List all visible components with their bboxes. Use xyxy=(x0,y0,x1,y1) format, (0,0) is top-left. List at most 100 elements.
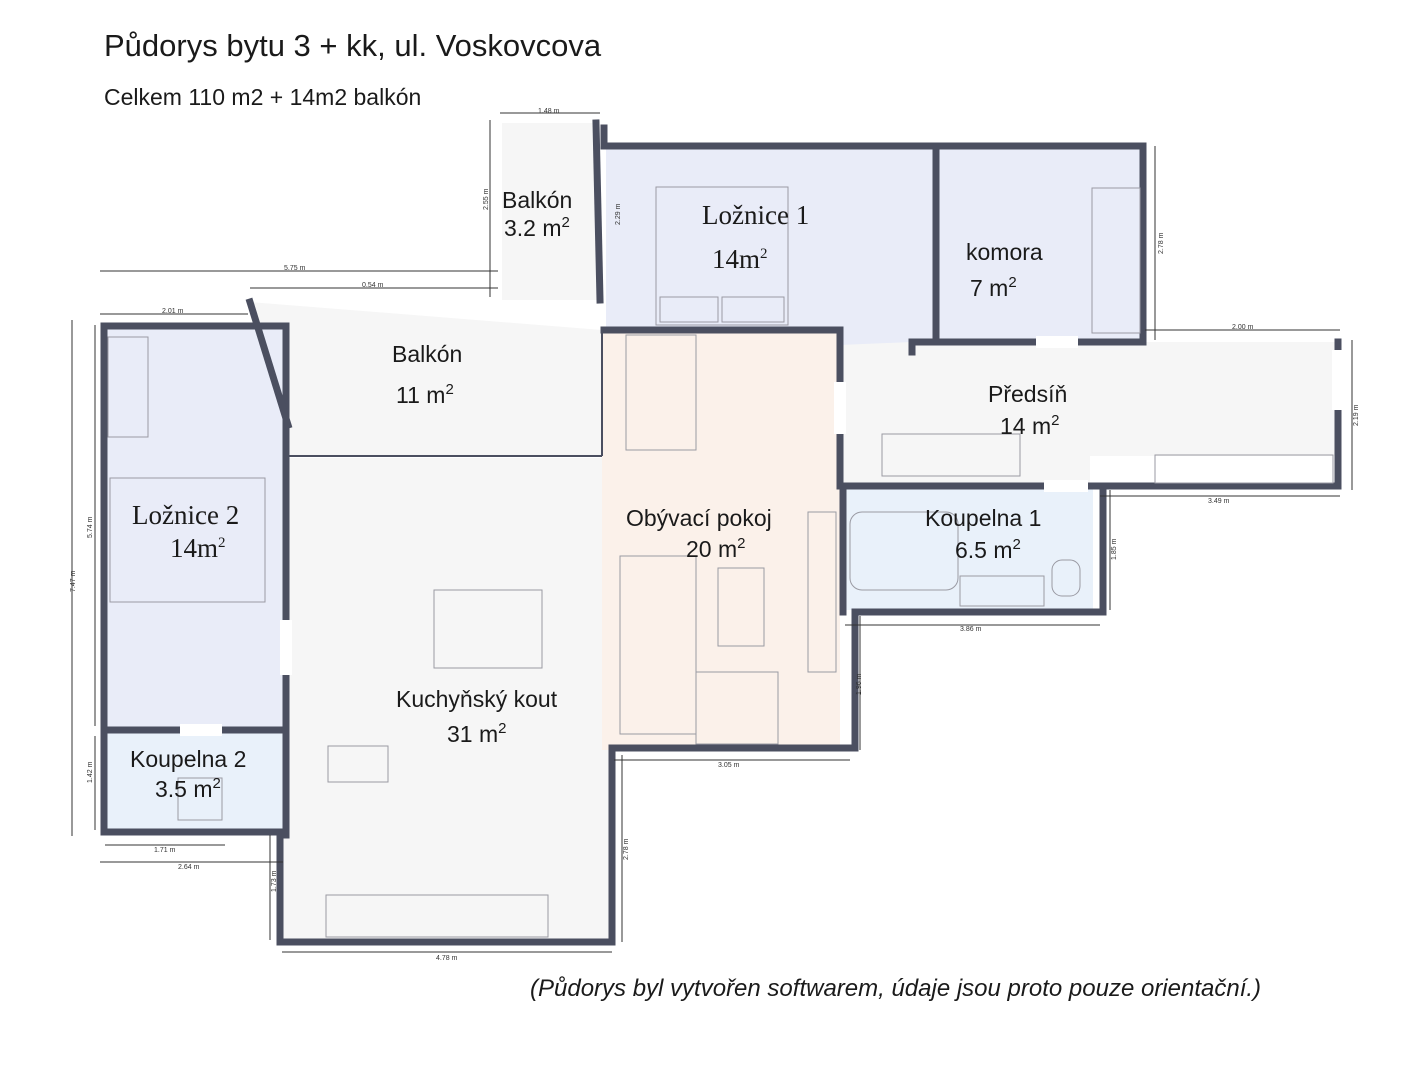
fill-loznice2 xyxy=(105,328,288,728)
room-koupelna1-area: 6.5 m2 xyxy=(955,536,1021,563)
dim-196: 1.96 m xyxy=(856,673,863,695)
door-koupelna1 xyxy=(1044,480,1088,492)
room-komora-area-value: 7 m xyxy=(970,275,1008,301)
room-balkon-small-area-sup: 2 xyxy=(562,214,570,231)
wall-kitchen-outer xyxy=(276,338,1342,946)
fill-kuchyn xyxy=(282,458,612,940)
shelf-predsin xyxy=(881,433,1021,477)
room-kuchyn-area-sup: 2 xyxy=(498,720,506,737)
room-loznice2-area-sup: 2 xyxy=(218,535,226,551)
rug-living xyxy=(695,671,779,745)
dim-200: 2.00 m xyxy=(1232,324,1254,331)
room-kuchyn-area-value: 31 m xyxy=(447,721,498,747)
fill-balkon-small xyxy=(502,123,600,300)
room-labels: Balkón 3.2 m2 Ložnice 1 14m2 komora 7 m2… xyxy=(130,187,1067,802)
room-loznice1-area-sup: 2 xyxy=(760,246,768,262)
pillow-2 xyxy=(721,296,785,323)
room-fills xyxy=(105,123,1338,940)
room-predsin-area-value: 14 m xyxy=(1000,413,1051,439)
room-obyvaci-name: Obývací pokoj xyxy=(626,505,772,531)
room-balkon-large-area: 11 m2 xyxy=(396,381,454,408)
fill-komora xyxy=(936,146,1143,340)
wall-predsin-top xyxy=(600,124,1147,356)
dim-575: 5.75 m xyxy=(284,265,306,272)
room-komora-area: 7 m2 xyxy=(970,274,1017,301)
dim-478: 4.78 m xyxy=(436,955,458,962)
room-balkon-small-name: Balkón xyxy=(502,187,572,213)
dim-278-bottom: 2.78 m xyxy=(623,838,630,860)
room-koupelna1-area-value: 6.5 m xyxy=(955,537,1013,563)
room-obyvaci-area: 20 m2 xyxy=(686,535,745,562)
dim-229: 2.29 m xyxy=(615,203,622,225)
dim-185: 1.85 m xyxy=(1111,538,1118,560)
kitchen-counter xyxy=(325,894,549,938)
room-loznice2-name: Ložnice 2 xyxy=(132,500,239,530)
disclaimer-note: (Půdorys byl vytvořen softwarem, údaje j… xyxy=(530,975,1262,1002)
dim-349: 3.49 m xyxy=(1208,498,1230,505)
door-loznice2-bath xyxy=(180,724,222,736)
room-koupelna2-area-value: 3.5 m xyxy=(155,776,213,802)
room-loznice2-area-value: 14m xyxy=(170,533,218,563)
dim-173: 1.73 m xyxy=(271,870,278,892)
room-komora-area-sup: 2 xyxy=(1008,274,1016,291)
dim-054: 0.54 m xyxy=(362,282,384,289)
dim-278-top: 2.78 m xyxy=(1158,232,1165,254)
room-predsin-area: 14 m2 xyxy=(1000,412,1059,439)
tv-stand xyxy=(807,511,837,673)
door-predsin-komora xyxy=(1036,336,1078,348)
kitchen-island xyxy=(327,745,389,783)
sink-koupelna2 xyxy=(177,777,223,821)
room-koupelna2-name: Koupelna 2 xyxy=(130,746,246,772)
room-predsin-area-sup: 2 xyxy=(1051,412,1059,429)
wall-balkon-diagonal xyxy=(245,297,293,430)
room-predsin-name: Předsíň xyxy=(988,381,1067,407)
dim-142: 1.42 m xyxy=(87,761,94,783)
plan-subtitle: Celkem 110 m2 + 14m2 balkón xyxy=(104,84,422,110)
toilet-koupelna1 xyxy=(1051,559,1081,597)
room-balkon-large-area-value: 11 m xyxy=(396,382,445,408)
room-balkon-small-area: 3.2 m2 xyxy=(504,214,570,241)
pillow-1 xyxy=(659,296,719,323)
fill-loznice1 xyxy=(606,146,936,355)
furniture xyxy=(107,186,1334,938)
fill-balkon-large xyxy=(250,302,602,456)
dim-264: 2.64 m xyxy=(178,864,200,871)
room-koupelna1-name: Koupelna 1 xyxy=(925,505,1041,531)
openings xyxy=(180,336,1344,736)
bed-loznice2 xyxy=(109,477,266,603)
door-loznice2-kitchen xyxy=(280,620,292,675)
fill-predsin xyxy=(840,342,1338,484)
dim-219: 2.19 m xyxy=(1353,404,1360,426)
room-kuchyn-area: 31 m2 xyxy=(447,720,506,747)
room-loznice1-area: 14m2 xyxy=(712,244,768,274)
room-kuchyn-name: Kuchyňský kout xyxy=(396,686,558,712)
dim-171: 1.71 m xyxy=(154,847,176,854)
room-balkon-small-area-value: 3.2 m xyxy=(504,215,562,241)
window-predsin xyxy=(1332,350,1344,410)
desk-living xyxy=(625,334,697,451)
dim-747: 7.47 m xyxy=(70,570,77,592)
dim-148: 1.48 m xyxy=(538,108,560,115)
dining-table xyxy=(433,589,543,669)
room-komora-name: komora xyxy=(966,239,1043,265)
room-loznice1-area-value: 14m xyxy=(712,244,760,274)
room-obyvaci-area-sup: 2 xyxy=(737,535,745,552)
bathtub-koupelna1 xyxy=(849,511,959,591)
dim-255: 2.55 m xyxy=(483,188,490,210)
wardrobe-loznice2 xyxy=(107,336,149,438)
sink-koupelna1 xyxy=(959,575,1045,607)
fill-obyvaci xyxy=(602,332,840,750)
room-obyvaci-area-value: 20 m xyxy=(686,536,737,562)
wall-balkon-small-right xyxy=(592,119,604,304)
counter-predsin xyxy=(1154,454,1334,484)
wardrobe-komora xyxy=(1091,187,1141,334)
room-koupelna2-area: 3.5 m2 xyxy=(155,775,221,802)
room-loznice1-name: Ložnice 1 xyxy=(702,200,809,230)
dim-386: 3.86 m xyxy=(960,626,982,633)
coffee-table xyxy=(717,567,765,647)
dim-201: 2.01 m xyxy=(162,308,184,315)
fill-koupelna2 xyxy=(105,732,285,832)
bed-loznice1 xyxy=(655,186,789,326)
dim-574: 5.74 m xyxy=(87,516,94,538)
